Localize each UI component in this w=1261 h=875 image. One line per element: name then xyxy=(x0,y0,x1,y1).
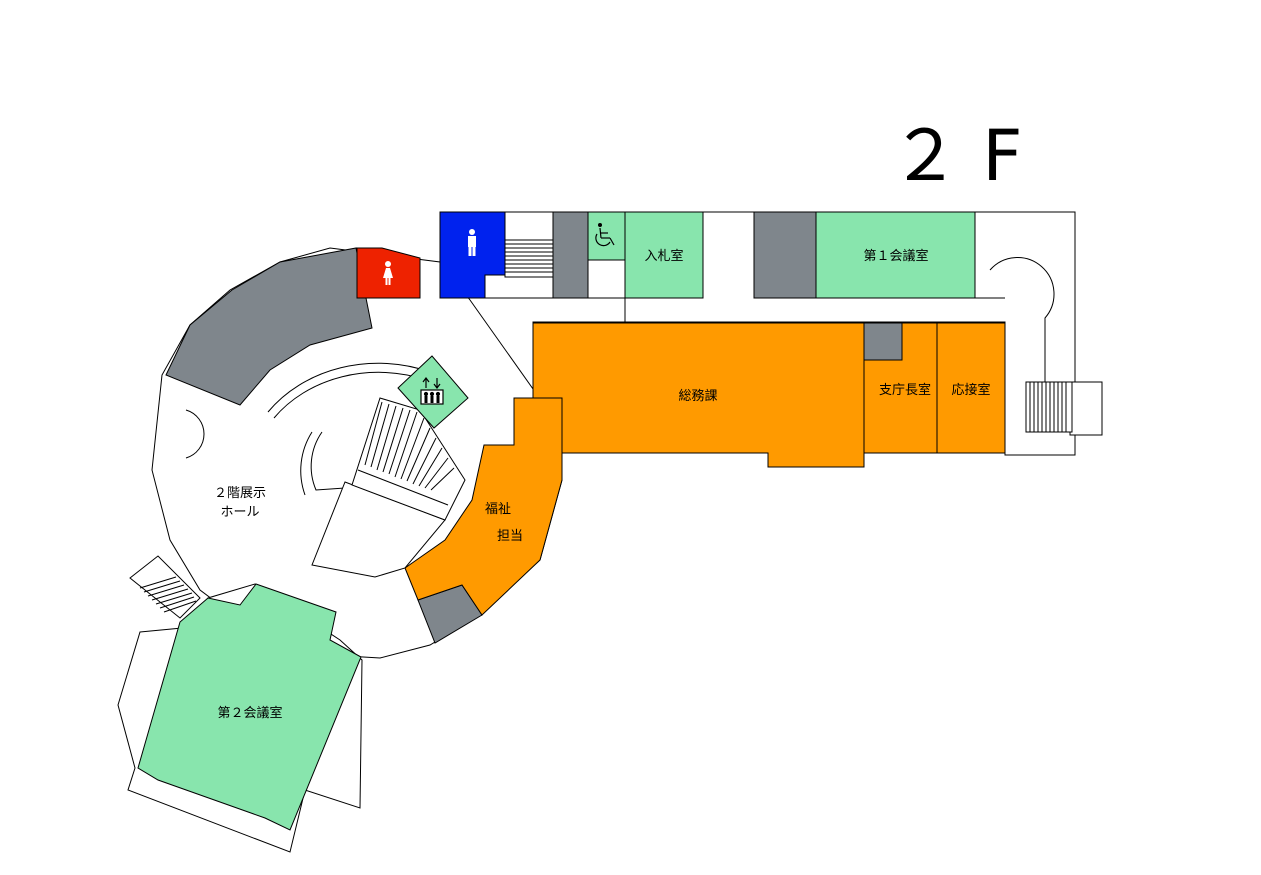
room-osetsu: 応接室 xyxy=(936,322,1006,454)
room-nyusatsu: 入札室 xyxy=(624,211,704,299)
room-kaigi2: 第２会議室 xyxy=(137,583,362,831)
room-label-somuka: 総務課 xyxy=(678,388,717,404)
stairs-southwest xyxy=(139,576,197,613)
room-label-fukushi-1: 福祉 xyxy=(485,502,511,517)
men-toilet xyxy=(439,211,506,299)
women-toilet xyxy=(356,247,421,299)
room-kaigi1: 第１会議室 xyxy=(815,211,976,299)
room-label-osetsu: 応接室 xyxy=(951,382,990,398)
stairs-east xyxy=(1025,381,1073,433)
east-round-hall xyxy=(975,257,1055,382)
elevator xyxy=(397,355,469,429)
service-areas xyxy=(165,211,903,644)
elevator-icon xyxy=(420,377,444,405)
accessible-toilet xyxy=(587,211,626,261)
wheelchair-icon xyxy=(595,223,615,247)
atrium xyxy=(267,362,446,578)
central-stairs xyxy=(351,397,466,521)
room-label-shichocho: 支庁長室 xyxy=(879,382,931,398)
hall-column xyxy=(185,409,205,459)
stairs-north xyxy=(504,239,554,278)
men-toilet-icon xyxy=(468,229,476,256)
room-fukushi: 福祉 担当 xyxy=(404,397,563,616)
room-somuka: 総務課 xyxy=(532,322,865,468)
room-label-hall-1: ２階展示 xyxy=(214,486,266,501)
room-label-hall-2: ホール xyxy=(220,505,259,520)
room-label-nyusatsu: 入札室 xyxy=(644,248,683,264)
women-toilet-icon xyxy=(383,261,393,285)
room-label-kaigi1: 第１会議室 xyxy=(863,248,928,264)
room-label-fukushi-2: 担当 xyxy=(497,529,523,544)
room-label-kaigi2: 第２会議室 xyxy=(217,705,282,721)
floor-title: ２ F xyxy=(890,115,1023,197)
